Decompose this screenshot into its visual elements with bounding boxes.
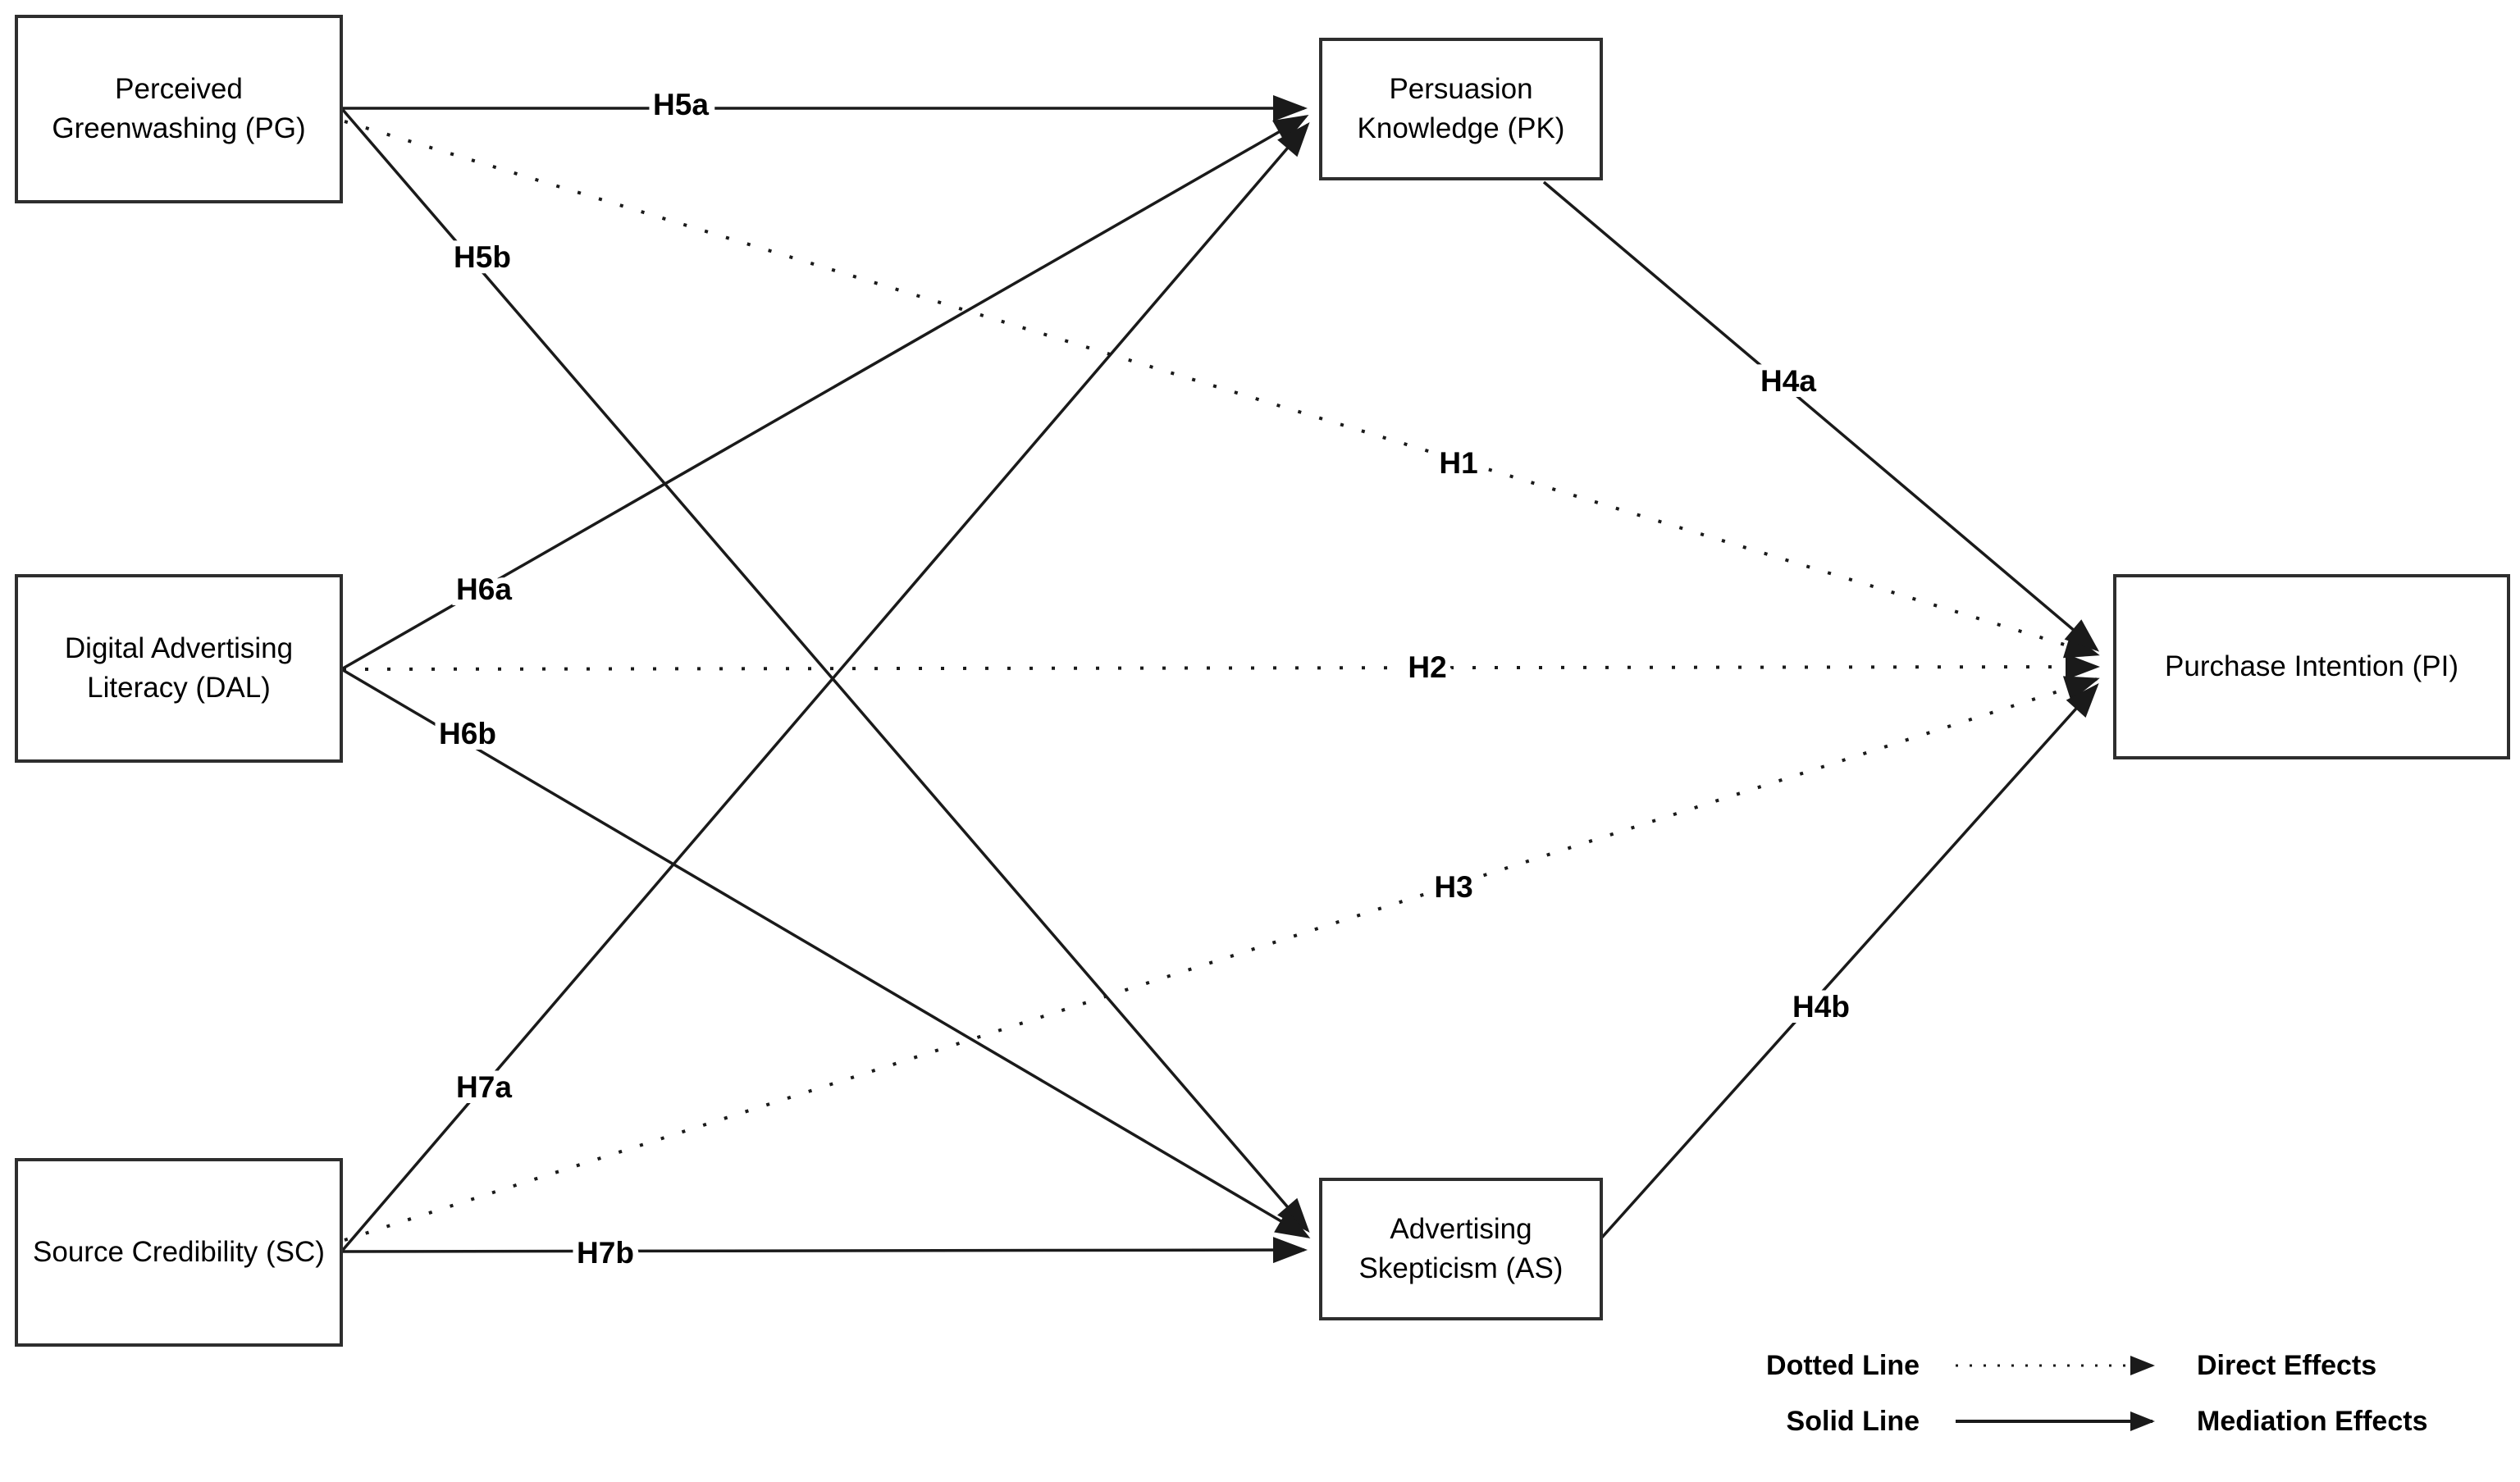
edge-label-H1: H1 [1439, 446, 1477, 480]
edge-H4a-pk-to-pi [1542, 180, 2100, 652]
edge-label-H3: H3 [1434, 870, 1472, 904]
edge-H4b-as-to-pi [1598, 683, 2099, 1242]
edge-H6a-dal-to-pk [342, 115, 1309, 670]
edge-label-H7a: H7a [456, 1070, 512, 1104]
edge-label-H5b: H5b [454, 240, 511, 274]
dotted-arrow-icon [1956, 1356, 2155, 1375]
edge-label-H6a: H6a [456, 572, 512, 606]
edge-label-H4a: H4a [1760, 364, 1816, 398]
node-label-as: Advertising Skepticism (AS) [1358, 1213, 1564, 1284]
edge-label-H6b: H6b [439, 717, 496, 750]
node-label-sc: Source Credibility (SC) [33, 1236, 325, 1268]
legend-row-solid: Solid Line Mediation Effects [1739, 1405, 2428, 1438]
node-label-pk: Persuasion Knowledge (PK) [1357, 73, 1565, 144]
legend-direct-effects-label: Direct Effects [2197, 1349, 2377, 1381]
legend-row-dotted: Dotted Line Direct Effects [1739, 1349, 2427, 1382]
edge-label-H5a: H5a [653, 88, 709, 121]
edge-H7a-sc-to-pk [341, 121, 1310, 1252]
edge-H3-sc-to-pi [344, 676, 2100, 1242]
node-pg: Perceived Greenwashing (PG) [15, 15, 343, 203]
node-label-pg: Perceived Greenwashing (PG) [52, 73, 306, 144]
edge-H2-dal-to-pi [342, 654, 2100, 681]
edge-H6b-dal-to-as [342, 668, 1311, 1239]
edge-H1-pg-to-pi [344, 120, 2100, 659]
edge-H5b-pg-to-as [341, 108, 1310, 1233]
edge-label-H2: H2 [1408, 650, 1446, 684]
edge-H7b-sc-to-as [342, 1237, 1308, 1264]
node-as: Advertising Skepticism (AS) [1319, 1178, 1603, 1320]
edge-label-H7b: H7b [577, 1236, 634, 1270]
legend: Dotted Line Direct Effects Solid Line [1739, 1349, 2427, 1438]
node-dal: Digital Advertising Literacy (DAL) [15, 574, 343, 763]
node-pi: Purchase Intention (PI) [2113, 574, 2510, 759]
legend-solid-line-label: Solid Line [1786, 1405, 1920, 1437]
node-label-dal: Digital Advertising Literacy (DAL) [64, 632, 294, 704]
node-sc: Source Credibility (SC) [15, 1158, 343, 1347]
edge-group [341, 95, 2100, 1264]
legend-dotted-line-label: Dotted Line [1766, 1349, 1920, 1381]
legend-mediation-effects-label: Mediation Effects [2197, 1405, 2428, 1437]
edge-label-H4b: H4b [1792, 990, 1850, 1024]
solid-arrow-icon [1956, 1411, 2155, 1431]
node-pk: Persuasion Knowledge (PK) [1319, 38, 1603, 180]
node-label-pi: Purchase Intention (PI) [2165, 650, 2458, 682]
